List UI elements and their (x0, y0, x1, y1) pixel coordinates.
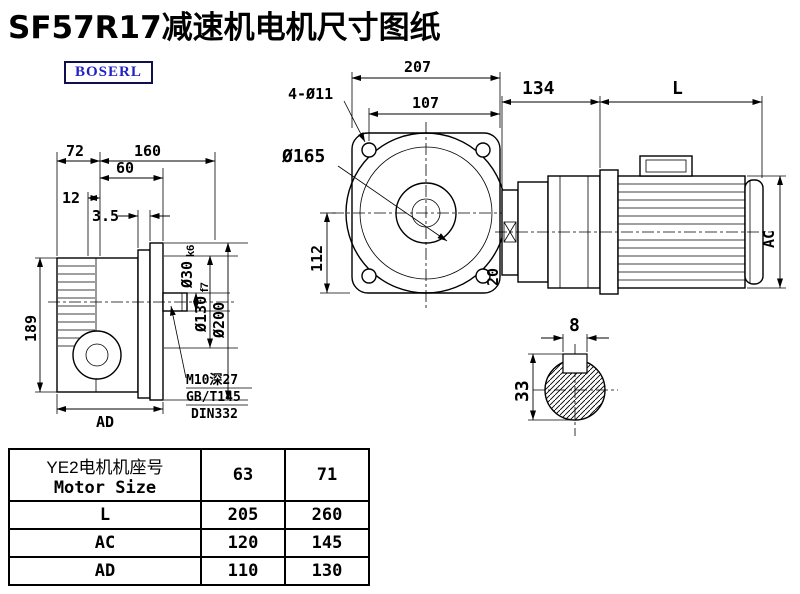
dim-189: 189 (22, 315, 40, 342)
table-row-AC: AC 120 145 (8, 528, 370, 558)
row-value: 110 (200, 556, 286, 586)
keyway (562, 353, 588, 374)
dim-flange-dia: Ø165 (281, 146, 325, 167)
table-header-en: Motor Size (53, 477, 157, 498)
flange-plate (149, 242, 164, 401)
bolt-hole (361, 268, 377, 284)
bolt-hole (361, 142, 377, 158)
dim-20: 20 (484, 268, 502, 286)
motor-body (617, 175, 746, 289)
row-value: 130 (284, 556, 370, 586)
dim-ad: AD (96, 413, 114, 431)
dim-207: 207 (404, 58, 431, 76)
size-table: YE2电机机座号 Motor Size 63 71 L 205 260 AC 1… (8, 448, 370, 586)
table-row-AD: AD 110 130 (8, 556, 370, 586)
dim-72: 72 (66, 142, 84, 160)
side-view-top-dims: 72 160 60 12 3.5 (56, 142, 216, 256)
front-view-dims: 207 107 4-Ø11 Ø165 112 20 (281, 58, 502, 294)
flange-neck (137, 249, 151, 399)
motor-drawing: 134 L AC (495, 78, 786, 295)
boserl-logo: BOSERL (64, 61, 153, 84)
boserl-logo-text: BOSERL (75, 64, 142, 80)
dim-134: 134 (522, 78, 555, 99)
dim-shaft-fit: k6 (185, 245, 197, 257)
shaft-section-drawing: 8 33 (512, 315, 618, 436)
motor-dims: 134 L AC (501, 78, 786, 289)
row-value: 260 (284, 500, 370, 530)
dim-AC: AC (760, 230, 778, 248)
dim-160: 160 (134, 142, 161, 160)
side-view-dia-dims: Ø30 k6 Ø130 f7 Ø200 (164, 242, 248, 401)
side-view-height-dim: 189 (22, 257, 57, 393)
table-row-L: L 205 260 (8, 500, 370, 530)
row-label: AC (8, 528, 202, 558)
table-header-motor-size: YE2电机机座号 Motor Size (8, 448, 202, 502)
table-col-71: 71 (284, 448, 370, 502)
dim-spigot-fit: f7 (199, 282, 211, 292)
side-view-ad-dim: AD (56, 394, 164, 431)
table-header-cn: YE2电机机座号 (46, 457, 164, 477)
page-title: SF57R17减速机电机尺寸图纸 (8, 10, 441, 46)
dim-112: 112 (308, 245, 326, 272)
size-table-wrapper: YE2电机机座号 Motor Size 63 71 L 205 260 AC 1… (8, 448, 370, 586)
dim-L: L (672, 78, 683, 99)
side-view-drawing: 72 160 60 12 3.5 189 (22, 142, 252, 431)
row-value: 205 (200, 500, 286, 530)
side-view-notes: M10深27 GB/T145 DIN332 (170, 305, 252, 422)
dim-8: 8 (569, 315, 580, 336)
dim-12: 12 (62, 189, 80, 207)
motor-terminal-box (639, 155, 693, 177)
dim-shaft-dia: Ø30 (178, 261, 196, 289)
side-view-bore-circle (72, 330, 122, 380)
motor-fins (618, 183, 745, 281)
dim-60: 60 (116, 159, 134, 177)
row-value: 145 (284, 528, 370, 558)
note-din: DIN332 (191, 407, 238, 422)
dim-bolt-holes: 4-Ø11 (288, 85, 333, 103)
dim-flange-od: Ø200 (210, 302, 228, 339)
dim-33: 33 (512, 380, 533, 402)
dim-3-5: 3.5 (92, 207, 119, 225)
dim-spigot-dia: Ø130 (192, 296, 210, 333)
note-thread: M10深27 (186, 372, 238, 388)
note-gb: GB/T145 (186, 390, 241, 405)
bolt-hole (475, 142, 491, 158)
dim-107: 107 (412, 94, 439, 112)
table-col-63: 63 (200, 448, 286, 502)
row-label: AD (8, 556, 202, 586)
row-value: 120 (200, 528, 286, 558)
bolt-hole (475, 268, 491, 284)
shaft-section-dims: 8 33 (512, 315, 609, 421)
front-view-drawing: 207 107 4-Ø11 Ø165 112 20 (281, 58, 520, 308)
row-label: L (8, 500, 202, 530)
